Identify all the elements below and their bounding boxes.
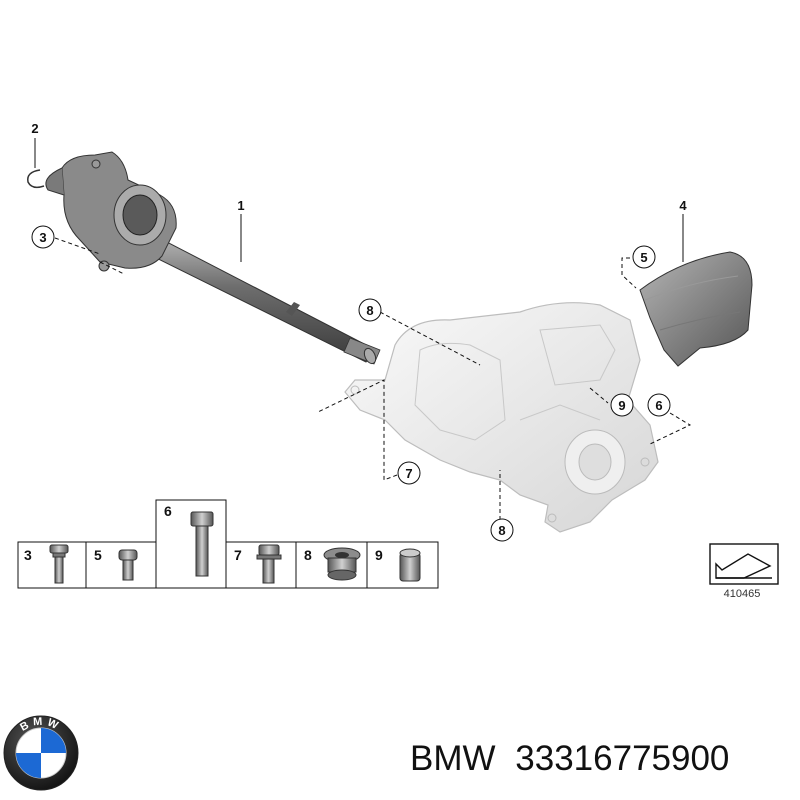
small-bolt-icon	[118, 549, 138, 581]
callout-1: 1	[237, 198, 244, 213]
diagram-reference: 410465	[709, 543, 779, 600]
svg-text:7: 7	[405, 466, 412, 481]
callout-3: 3	[31, 225, 55, 249]
svg-text:3: 3	[39, 230, 46, 245]
fastener-legend	[17, 499, 439, 589]
svg-text:5: 5	[640, 250, 647, 265]
callout-8-upper: 8	[358, 298, 382, 322]
callout-5: 5	[632, 245, 656, 269]
heat-shield	[639, 251, 753, 367]
svg-text:6: 6	[164, 503, 172, 519]
svg-text:8: 8	[304, 547, 312, 563]
callout-9: 9	[610, 393, 634, 417]
svg-text:3: 3	[24, 547, 32, 563]
svg-text:4: 4	[679, 198, 687, 213]
callout-7: 7	[397, 461, 421, 485]
legend-box-7: 7	[234, 544, 282, 584]
legend-box-9: 9	[375, 547, 421, 582]
dowel-sleeve-icon	[399, 548, 421, 582]
svg-text:5: 5	[94, 547, 102, 563]
legend-box-3: 3	[24, 544, 69, 584]
callout-2: 2	[31, 121, 38, 136]
hex-flange-bolt-icon	[256, 544, 282, 584]
callout-4: 4	[679, 198, 687, 213]
flange-bolt-icon	[49, 544, 69, 584]
legend-box-5: 5	[94, 547, 138, 581]
svg-text:9: 9	[375, 547, 383, 563]
circlip	[27, 169, 45, 189]
svg-text:8: 8	[366, 303, 373, 318]
drain-plug-icon	[323, 547, 361, 581]
caption-brand: BMW	[410, 739, 496, 778]
caption-part-number: 33316775900	[515, 739, 730, 778]
transfer-case-housing	[344, 302, 659, 533]
flange-bearing	[45, 151, 177, 272]
svg-text:2: 2	[31, 121, 38, 136]
callout-8-lower: 8	[490, 518, 514, 542]
svg-text:9: 9	[618, 398, 625, 413]
bmw-roundel-logo: BMW	[3, 715, 79, 791]
svg-text:8: 8	[498, 523, 505, 538]
svg-text:410465: 410465	[724, 588, 761, 600]
legend-box-6: 6	[164, 503, 214, 577]
svg-text:6: 6	[655, 398, 662, 413]
leader-lines	[34, 138, 692, 520]
svg-text:1: 1	[237, 198, 244, 213]
callout-6: 6	[647, 393, 671, 417]
part-caption: BMW 33316775900	[410, 734, 790, 784]
legend-box-8: 8	[304, 547, 361, 581]
svg-text:7: 7	[234, 547, 242, 563]
long-bolt-icon	[190, 511, 214, 577]
